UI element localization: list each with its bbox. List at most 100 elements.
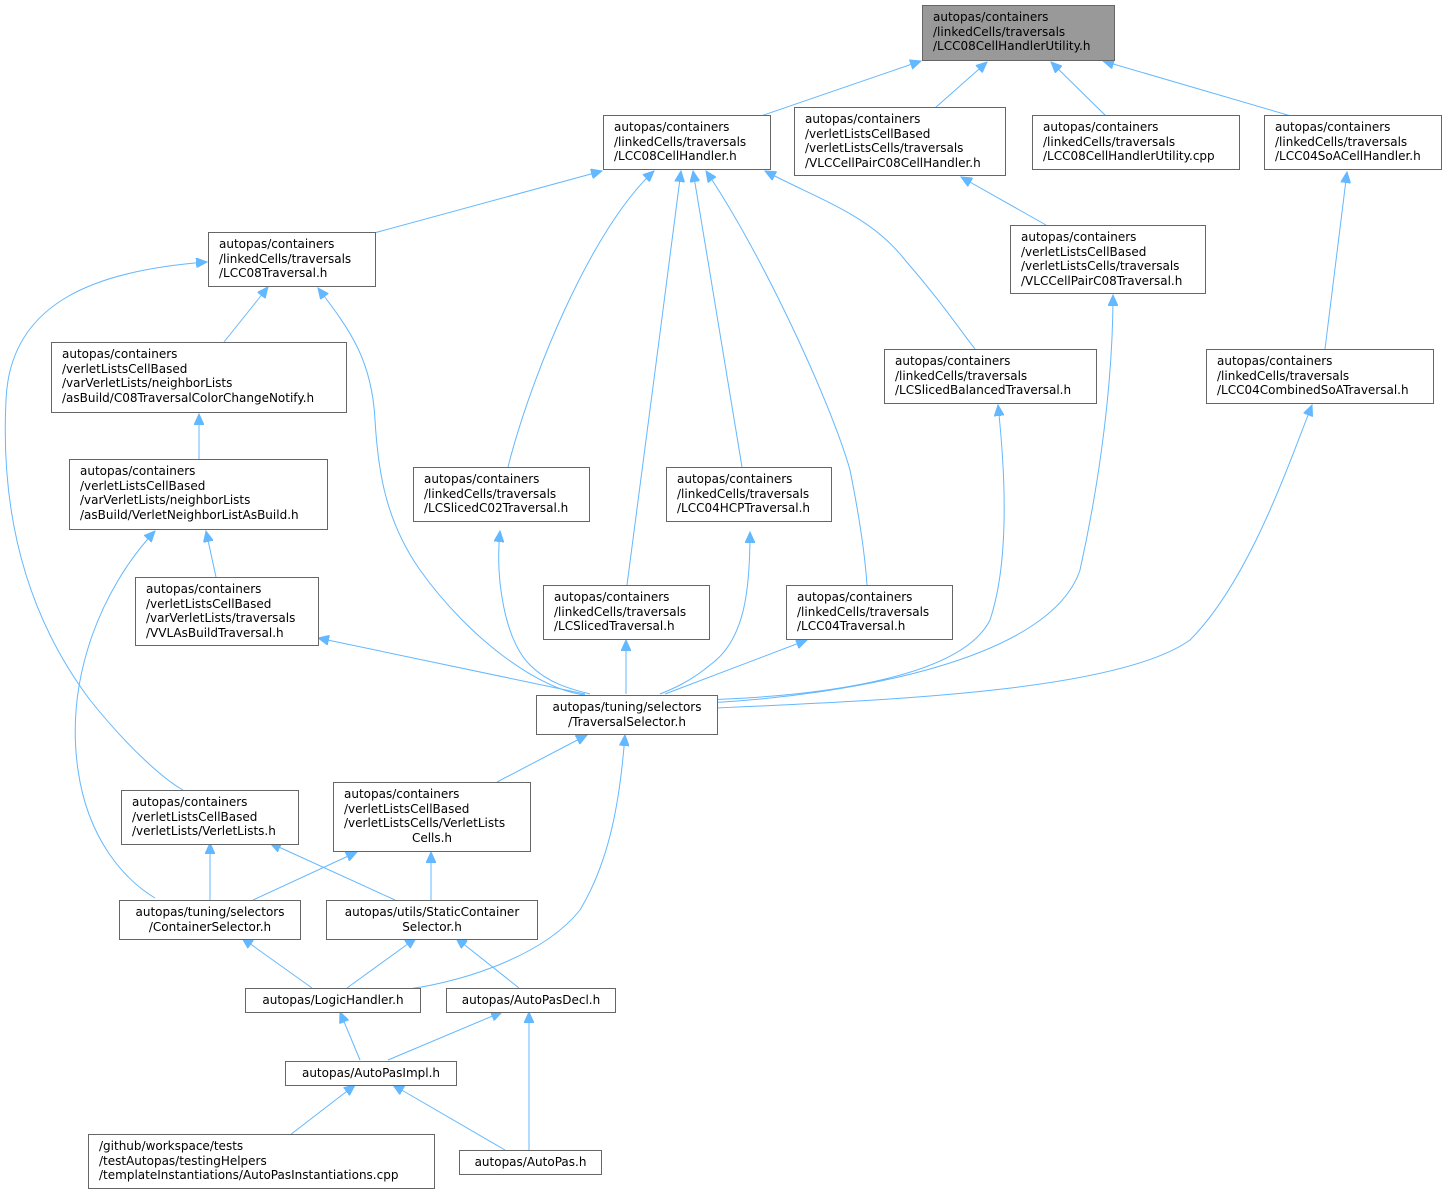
node-lcc08-cell-handler-h[interactable]: autopas/containers /linkedCells/traversa… [603, 115, 771, 170]
edge-container-selector-to-neighbor-asbuild [74, 531, 155, 899]
node-label-line: /linkedCells/traversals [614, 134, 747, 149]
node-lc-sliced-c02-traversal-h[interactable]: autopas/containers /linkedCells/traversa… [413, 467, 590, 522]
node-auto-pas-h[interactable]: autopas/AutoPas.h [459, 1150, 602, 1175]
node-label-line: autopas/containers [62, 347, 178, 361]
node-label-line: autopas/containers [805, 112, 921, 126]
edge-vlcpair-handler-to-root [934, 62, 987, 109]
node-label-line: /VLCCellPairC08Traversal.h [1021, 273, 1183, 288]
node-lc-sliced-traversal-h[interactable]: autopas/containers /linkedCells/traversa… [543, 585, 710, 640]
edge-c04-hcp-to-handler [693, 171, 743, 468]
node-label-line: /varVerletLists/neighborLists [80, 493, 251, 508]
node-label-line: autopas/containers [132, 795, 248, 809]
node-lcc04-traversal-h[interactable]: autopas/containers /linkedCells/traversa… [786, 585, 953, 640]
edge-autopas-h-to-autopas-impl [393, 1085, 506, 1151]
node-label-line: /linkedCells/traversals [554, 604, 687, 619]
node-label-line: /linkedCells/traversals [933, 24, 1066, 39]
edge-c08-traversal-to-handler [373, 171, 602, 234]
node-label-line: /verletListsCellBased [62, 361, 188, 376]
node-label-line: /LCSlicedTraversal.h [554, 619, 675, 634]
node-label-line: /linkedCells/traversals [895, 368, 1028, 383]
node-label-line: /verletListsCellBased [805, 126, 931, 141]
node-label-line: autopas/containers [933, 10, 1049, 24]
node-label-line: /linkedCells/traversals [797, 604, 930, 619]
node-lcc08-traversal-h[interactable]: autopas/containers /linkedCells/traversa… [208, 232, 376, 287]
node-lcc04-combined-soa-traversal-h[interactable]: autopas/containers /linkedCells/traversa… [1206, 349, 1434, 404]
node-lcc04-hcp-traversal-h[interactable]: autopas/containers /linkedCells/traversa… [666, 467, 832, 522]
edge-static-container-to-verlet-lists [270, 843, 396, 901]
node-auto-pas-impl-h[interactable]: autopas/AutoPasImpl.h [285, 1061, 457, 1086]
node-label-line: autopas/containers [344, 787, 460, 801]
node-vlc-cell-pair-c08-traversal-h[interactable]: autopas/containers /verletListsCellBased… [1010, 225, 1206, 294]
node-label-line: autopas/LogicHandler.h [262, 993, 404, 1007]
node-label-line: /verletListsCellBased [344, 801, 470, 816]
node-label-line: /verletListsCells/traversals [1021, 259, 1180, 274]
node-label-line: /LCC08CellHandler.h [614, 149, 737, 164]
node-container-selector-h[interactable]: autopas/tuning/selectors /ContainerSelec… [119, 900, 301, 940]
node-auto-pas-decl-h[interactable]: autopas/AutoPasDecl.h [446, 988, 616, 1013]
node-traversal-selector-h[interactable]: autopas/tuning/selectors /TraversalSelec… [536, 695, 718, 735]
node-label-line: /LCC04SoACellHandler.h [1275, 149, 1421, 164]
node-verlet-lists-h[interactable]: autopas/containers /verletListsCellBased… [121, 790, 299, 845]
edge-traversal-selector-to-vvl-asbuild [318, 638, 586, 695]
node-label-line: autopas/AutoPasImpl.h [301, 1066, 441, 1080]
edge-sliced-balanced-to-handler [765, 171, 976, 350]
node-lcc08-cell-handler-utility-h: autopas/containers /linkedCells/traversa… [922, 5, 1115, 61]
node-label-line: autopas/containers [677, 472, 793, 486]
node-c08-traversal-color-change-notify-h[interactable]: autopas/containers /verletListsCellBased… [51, 342, 347, 413]
node-label-line: /verletListsCellBased [1021, 244, 1147, 259]
edge-traversal-selector-to-c08-traversal [318, 288, 586, 696]
node-label-line: /linkedCells/traversals [677, 486, 810, 501]
node-label-line: /LCC04Traversal.h [797, 619, 906, 634]
node-label-line: Cells.h [411, 830, 453, 845]
edge-autopas-decl-to-static-container [456, 938, 520, 989]
node-vlc-cell-pair-c08-cell-handler-h[interactable]: autopas/containers /verletListsCellBased… [794, 107, 1006, 176]
node-lcc08-cell-handler-utility-cpp[interactable]: autopas/containers /linkedCells/traversa… [1032, 115, 1240, 170]
edge-logic-handler-to-traversal-selector [399, 735, 625, 991]
node-label-line: /varVerletLists/neighborLists [62, 376, 233, 391]
node-label-line: /LCC08CellHandlerUtility.h [933, 39, 1091, 54]
node-label-line: autopas/tuning/selectors [135, 905, 285, 919]
node-label-line: /ContainerSelector.h [148, 919, 272, 934]
node-auto-pas-instantiations-cpp[interactable]: /github/workspace/tests /testAutopas/tes… [88, 1134, 435, 1189]
node-label-line: autopas/containers [614, 120, 730, 134]
node-verlet-lists-cells-h[interactable]: autopas/containers /verletListsCellBased… [333, 782, 531, 852]
node-label-line: autopas/containers [895, 354, 1011, 368]
node-label-line: /asBuild/C08TraversalColorChangeNotify.h [62, 390, 315, 405]
node-label-line: autopas/containers [146, 582, 262, 596]
node-label-line: autopas/containers [219, 237, 335, 251]
node-label-line: /verletListsCellBased [146, 596, 272, 611]
node-lc-sliced-balanced-traversal-h[interactable]: autopas/containers /linkedCells/traversa… [884, 349, 1097, 404]
edge-logic-handler-to-container-selector [242, 938, 313, 989]
node-label-line: /linkedCells/traversals [1217, 368, 1350, 383]
edge-vvl-asbuild-to-neighbor-asbuild [206, 531, 217, 578]
edge-autopas-impl-to-logic-handler [340, 1012, 361, 1061]
edge-c04-to-handler [706, 171, 868, 586]
node-label-line: /LCSlicedC02Traversal.h [424, 501, 569, 516]
node-label-line: /linkedCells/traversals [1043, 134, 1176, 149]
node-static-container-selector-h[interactable]: autopas/utils/StaticContainer Selector.h [326, 900, 538, 940]
edge-sliced-c02-to-handler [507, 171, 654, 468]
node-label-line: /linkedCells/traversals [424, 486, 557, 501]
edge-instantiations-to-autopas-impl [289, 1085, 355, 1136]
edge-verlet-lists-cells-to-traversal-selector [496, 735, 587, 783]
node-label-line: /asBuild/VerletNeighborListAsBuild.h [80, 507, 299, 522]
node-label-line: autopas/containers [1043, 120, 1159, 134]
node-logic-handler-h[interactable]: autopas/LogicHandler.h [245, 988, 421, 1013]
edge-traversal-selector-to-c04-hcp [659, 532, 750, 695]
node-label-line: /VLCCellPairC08CellHandler.h [805, 155, 981, 170]
edge-color-change-to-c08-traversal [223, 287, 268, 343]
node-verlet-neighbor-list-as-build-h[interactable]: autopas/containers /verletListsCellBased… [69, 459, 328, 530]
node-label-line: autopas/utils/StaticContainer [344, 905, 520, 919]
node-lcc04-soa-cell-handler-h[interactable]: autopas/containers /linkedCells/traversa… [1264, 115, 1442, 170]
node-label-line: /testAutopas/testingHelpers [99, 1153, 267, 1168]
node-label-line: autopas/containers [797, 590, 913, 604]
edge-traversal-selector-to-c04 [664, 640, 807, 695]
edge-utility-cpp-to-root [1051, 62, 1107, 117]
node-label-line: /LCC08CellHandlerUtility.cpp [1043, 149, 1215, 164]
edge-traversal-selector-to-sliced-c02 [499, 531, 591, 695]
node-label-line: /varVerletLists/traversals [146, 611, 296, 626]
node-vvl-as-build-traversal-h[interactable]: autopas/containers /verletListsCellBased… [135, 577, 319, 646]
edge-sliced-to-handler [626, 171, 681, 586]
node-label-line: autopas/AutoPas.h [474, 1155, 587, 1169]
